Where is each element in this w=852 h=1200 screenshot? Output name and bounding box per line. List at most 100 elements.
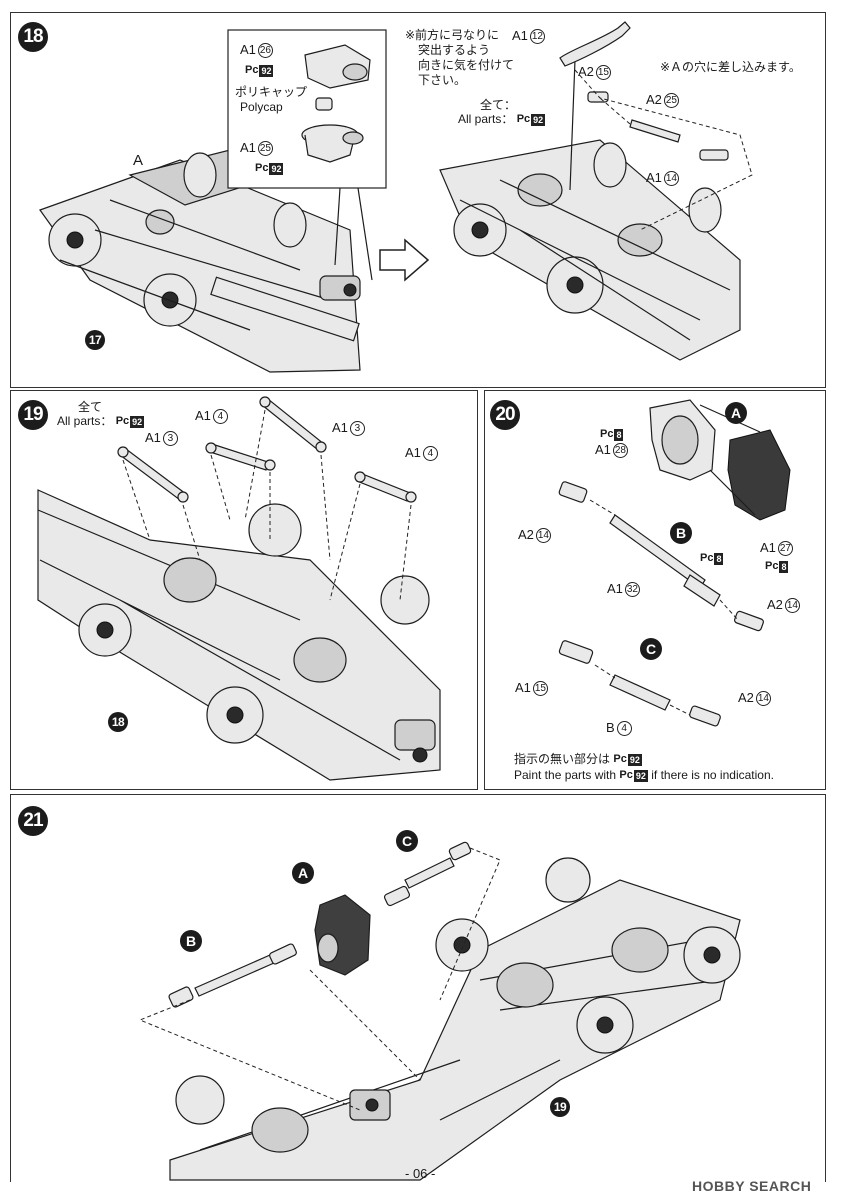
step-18-callout-A: A — [133, 152, 144, 169]
watermark: HOBBY SEARCH — [692, 1178, 812, 1194]
part-code: A2 — [738, 690, 754, 705]
part-num: 3 — [162, 431, 178, 447]
step-18-number: 18 — [18, 22, 48, 52]
inset-part2-code: A1 — [240, 140, 256, 155]
step-19-all-parts-jp: 全て — [78, 400, 103, 414]
paint-code: 8 — [614, 428, 624, 441]
part-code: A1 — [646, 170, 662, 185]
part-num: 14 — [784, 598, 800, 614]
note-jp: 指示の無い部分は — [514, 752, 611, 766]
part-num: 3 — [349, 421, 365, 437]
group-A-marker: A — [725, 402, 747, 424]
step-18-note-jp-3: 向きに気を付けて — [418, 58, 515, 72]
ref-step-19: 19 — [550, 1097, 570, 1117]
paint-code: 92 — [633, 769, 648, 782]
group-C-marker: C — [640, 638, 662, 660]
step-18-note-jp-4: 下さい。 — [418, 73, 467, 87]
step-18-note-jp-1: ※前方に弓なりに — [405, 28, 500, 42]
step-18-note-jp-2: 突出するよう — [418, 43, 491, 57]
part-code: A1 — [607, 581, 623, 596]
ref-step-17: 17 — [85, 330, 105, 350]
note-en-1: Paint the parts with — [514, 768, 617, 782]
part-code: A1 — [595, 442, 611, 457]
paint-code: 92 — [531, 113, 546, 126]
part-num: 32 — [624, 582, 640, 598]
page-number: - 06 - — [405, 1166, 436, 1181]
note-en-2: if there is no indication. — [651, 768, 774, 782]
part-num: 4 — [422, 446, 438, 462]
part-num: 14 — [535, 528, 551, 544]
paint-prefix: Pc — [245, 64, 259, 77]
part-code: A1 — [332, 420, 348, 435]
part-num: 28 — [612, 443, 628, 459]
paint-prefix: Pc — [516, 113, 531, 126]
inset-part2-num: 25 — [257, 141, 273, 157]
paint-code: 92 — [130, 415, 145, 428]
step-20-number: 20 — [490, 400, 520, 430]
step-21-group-B: B — [180, 930, 202, 952]
step-21-group-C: C — [396, 830, 418, 852]
paint-prefix: Pc — [613, 753, 627, 766]
part-code: A1 — [512, 28, 528, 43]
part-code: A1 — [195, 408, 211, 423]
part-code: A1 — [405, 445, 421, 460]
step-18-all-parts-jp: 全て： — [480, 98, 517, 112]
paint-code: 8 — [779, 560, 789, 573]
part-code: A2 — [767, 597, 783, 612]
part-num: 25 — [663, 93, 679, 109]
group-B-marker: B — [670, 522, 692, 544]
paint-prefix: Pc — [619, 769, 633, 782]
part-code: B — [606, 720, 615, 735]
paint-prefix: Pc — [255, 162, 269, 175]
part-num: 14 — [755, 691, 771, 707]
step-21-group-A: A — [292, 862, 314, 884]
polycap-label-en: Polycap — [240, 100, 283, 114]
paint-code: 92 — [259, 64, 274, 77]
paint-prefix: Pc — [115, 415, 130, 428]
all-parts-en: All parts： — [458, 112, 514, 126]
part-code: A2 — [646, 92, 662, 107]
part-code: A1 — [515, 680, 531, 695]
inset-part1-num: 26 — [257, 43, 273, 59]
inset-part1-code: A1 — [240, 42, 256, 57]
part-code: A1 — [145, 430, 161, 445]
step-21-panel — [10, 794, 826, 1182]
paint-code: 92 — [269, 162, 284, 175]
part-num: 15 — [532, 681, 548, 697]
part-num: 4 — [616, 721, 632, 737]
step-18-note-insert-A: ※Ａの穴に差し込みます。 — [660, 60, 801, 74]
paint-code: 8 — [714, 552, 724, 565]
part-num: 12 — [529, 29, 545, 45]
paint-prefix: Pc — [600, 428, 614, 441]
paint-prefix: Pc — [700, 552, 714, 565]
step-19-number: 19 — [18, 400, 48, 430]
polycap-label-jp: ポリキャップ — [235, 85, 308, 99]
paint-code: 92 — [627, 753, 642, 766]
ref-step-18: 18 — [108, 712, 128, 732]
step-20-panel — [484, 390, 826, 790]
step-21-number: 21 — [18, 806, 48, 836]
part-num: 4 — [212, 409, 228, 425]
